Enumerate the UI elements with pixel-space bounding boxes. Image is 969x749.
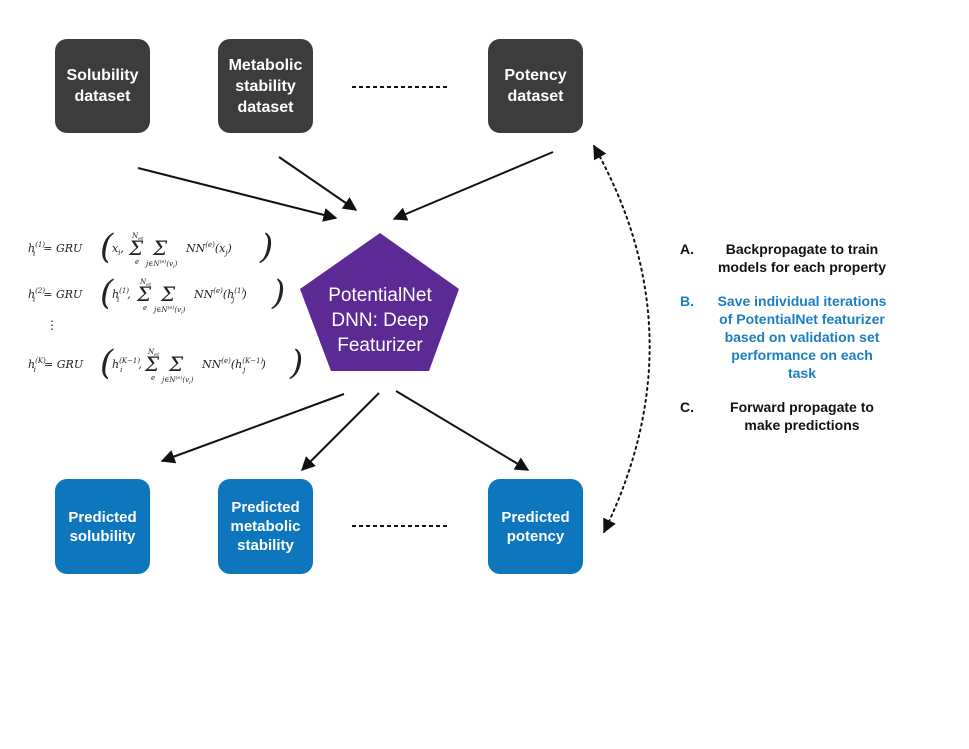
svg-text:h(2)i= GRU: h(2)i= GRU xyxy=(28,287,83,304)
svg-text:): ) xyxy=(289,343,303,383)
metabolic-stability-dataset-box: Metabolic stability dataset xyxy=(218,39,313,133)
svg-text:Σ: Σ xyxy=(168,352,184,376)
svg-text:Net: Net xyxy=(131,232,144,242)
svg-text:(: ( xyxy=(100,273,114,313)
svg-text:NN(e)(h(1)j): NN(e)(h(1)j) xyxy=(193,287,247,304)
svg-text:Net: Net xyxy=(147,348,160,358)
step-b-text: Save individual iterations of PotentialN… xyxy=(717,293,887,381)
svg-text:Σ: Σ xyxy=(128,236,144,260)
svg-text:j∈N(e)(vi): j∈N(e)(vi) xyxy=(144,258,178,270)
svg-text:xi,: xi, xyxy=(112,242,124,257)
step-c-letter: C. xyxy=(680,399,694,415)
svg-text:h(K)i= GRU: h(K)i= GRU xyxy=(28,357,84,374)
svg-text:e: e xyxy=(151,374,155,382)
predicted-potency-box: Predicted potency xyxy=(488,479,583,574)
equation-layer-2-render: h(2)i= GRU ( h(1)i, Σ Net e Σ j∈N(e)(vi)… xyxy=(28,273,285,316)
equation-layer-1: h(1)i= GRU ( xi, Σ Net e Σ j∈N(e)(vi) NN… xyxy=(28,226,288,273)
svg-text:Net: Net xyxy=(139,278,152,288)
svg-text:h(1)i= GRU: h(1)i= GRU xyxy=(28,241,83,258)
svg-text:h(1)i,: h(1)i, xyxy=(112,287,131,304)
svg-text:Σ: Σ xyxy=(144,352,160,376)
svg-text:(: ( xyxy=(100,343,114,383)
svg-text:Σ: Σ xyxy=(136,282,152,306)
svg-text:e: e xyxy=(143,304,147,312)
equation-layer-k: h(K)i= GRU ( h(K−1)i, Σ Net e Σ j∈N(e)(v… xyxy=(28,342,308,391)
equation-ellipsis: ⋮ xyxy=(46,318,58,332)
svg-text:NN(e)(h(K−1)j): NN(e)(h(K−1)j) xyxy=(201,357,266,374)
arrow-featurizer-to-potency xyxy=(395,390,530,471)
steps-list: A. Backpropagate to train models for eac… xyxy=(680,240,900,450)
arrow-metabolic-to-featurizer xyxy=(278,156,358,211)
svg-text:Σ: Σ xyxy=(152,236,168,260)
arrow-potency-to-featurizer xyxy=(392,151,554,221)
svg-text:j∈N(e)(vi): j∈N(e)(vi) xyxy=(152,304,186,316)
step-b: B. Save individual iterations of Potenti… xyxy=(680,292,900,382)
arrow-solubility-to-featurizer xyxy=(137,167,338,222)
step-c: C. Forward propagate to make predictions xyxy=(680,398,900,434)
svg-text:NN(e)(xj): NN(e)(xj) xyxy=(185,241,232,257)
step-b-letter: B. xyxy=(680,293,694,309)
svg-text:): ) xyxy=(259,227,273,267)
equation-layer-k-render: h(K)i= GRU ( h(K−1)i, Σ Net e Σ j∈N(e)(v… xyxy=(28,343,303,386)
equation-layer-2: h(2)i= GRU ( h(1)i, Σ Net e Σ j∈N(e)(vi)… xyxy=(28,272,288,319)
backprop-dotted-arrow xyxy=(593,144,651,534)
solubility-dataset-box: Solubility dataset xyxy=(55,39,150,133)
potency-dataset-box: Potency dataset xyxy=(488,39,583,133)
svg-text:Σ: Σ xyxy=(160,282,176,306)
featurizer-label: PotentialNet DNN: Deep Featurizer xyxy=(328,284,432,356)
step-a: A. Backpropagate to train models for eac… xyxy=(680,240,900,276)
svg-text:(: ( xyxy=(100,227,114,267)
svg-text:j∈N(e)(vi): j∈N(e)(vi) xyxy=(160,374,194,386)
step-a-text: Backpropagate to train models for each p… xyxy=(717,241,887,275)
equation-layer-1-render: h(1)i= GRU ( xi, Σ Net e Σ j∈N(e)(vi) NN… xyxy=(28,227,273,270)
featurizer-pentagon xyxy=(300,233,459,371)
predicted-solubility-box: Predicted solubility xyxy=(55,479,150,574)
predicted-metabolic-stability-box: Predicted metabolic stability xyxy=(218,479,313,574)
step-a-letter: A. xyxy=(680,241,694,257)
svg-text:e: e xyxy=(135,258,139,266)
arrow-featurizer-to-metabolic xyxy=(301,392,380,471)
step-c-text: Forward propagate to make predictions xyxy=(730,399,874,433)
svg-text:h(K−1)i,: h(K−1)i, xyxy=(112,357,142,374)
arrow-featurizer-to-solubility xyxy=(160,393,345,464)
svg-text:): ) xyxy=(271,273,285,313)
